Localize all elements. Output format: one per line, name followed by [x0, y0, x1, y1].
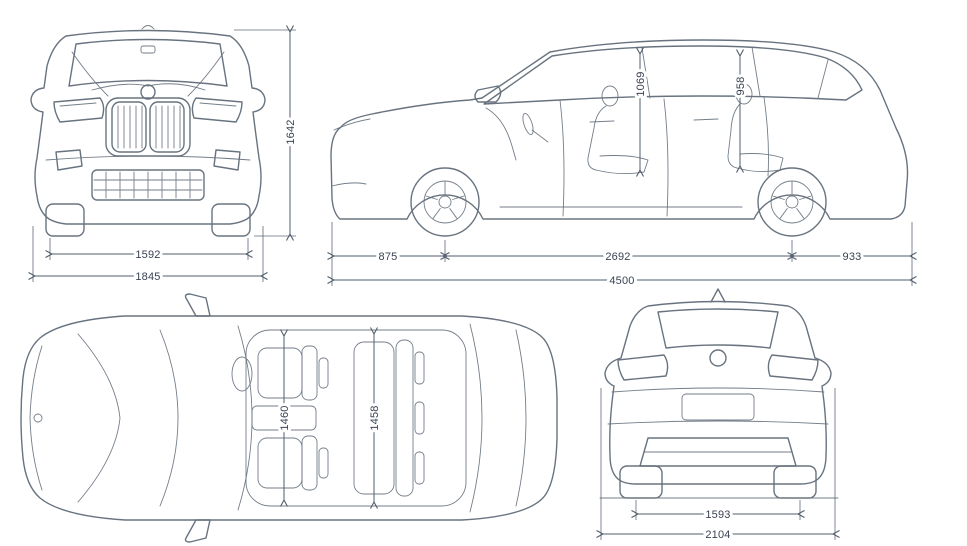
cowl-line [159, 329, 179, 507]
top-body-outline [20, 315, 558, 521]
rear-interior-width-label: 1458 [369, 405, 381, 430]
dashboard [485, 107, 517, 161]
roof-antenna-icon [141, 25, 155, 30]
rear-seat [727, 103, 784, 173]
wipers [91, 83, 206, 91]
roof-outline [245, 329, 467, 507]
front-body-outline [30, 29, 266, 225]
side-glasshouse [483, 45, 863, 105]
grille-slats [117, 105, 181, 149]
headlight-right-detail [199, 102, 237, 107]
side-body-outline [330, 39, 909, 220]
bumper-top-line [607, 420, 829, 425]
rear-wheel-right [773, 465, 817, 499]
taillight-right [767, 354, 819, 381]
shark-fin-antenna-icon [710, 288, 726, 303]
front-seat-headrest [601, 85, 619, 107]
tailgate-line [515, 329, 527, 507]
headlight-left [53, 97, 105, 123]
front-fascia-lines [331, 118, 371, 187]
rear-width-extensions [600, 388, 836, 540]
rear-wheel-left [619, 465, 663, 499]
front-track-label: 1592 [135, 249, 160, 261]
overall-length-label: 4500 [609, 275, 634, 287]
front-headroom-label: 1069 [635, 71, 647, 96]
lower-intake-grid [93, 171, 203, 199]
side-view: 1069 958 875 2692 933 4500 [327, 39, 917, 290]
hood-creases-top [77, 333, 121, 503]
rear-headroom-label: 958 [735, 77, 747, 96]
door-handles [589, 118, 719, 123]
grille-surround [105, 97, 191, 157]
rear-view: 1593 2104 [596, 288, 840, 544]
mirror-top [184, 293, 211, 317]
rearview-mirror [140, 45, 156, 54]
rear-seat-headrest [735, 83, 753, 105]
lower-intake [91, 169, 205, 201]
front-interior-width-label: 1460 [279, 405, 291, 430]
kidney-grille-left [111, 101, 147, 153]
top-view: 1460 1458 [20, 293, 558, 543]
rear-window-line [469, 323, 483, 513]
front-wheel [410, 167, 480, 237]
steering-wheel-top [231, 356, 253, 392]
rear-overhang-label: 933 [843, 251, 862, 263]
rear-door-seam [663, 98, 669, 217]
rear-body-outline [604, 300, 832, 485]
windshield-top-line [237, 325, 253, 511]
side-intake-right [213, 149, 241, 171]
rear-window [657, 308, 779, 349]
side-intake-left [55, 149, 83, 171]
quarter-panel-seam [763, 96, 769, 177]
front-width-label: 1845 [135, 271, 160, 283]
front-wheel-left [45, 203, 85, 237]
taillight-left [617, 354, 669, 381]
side-mirror [474, 85, 502, 103]
wheelbase-label: 2692 [605, 251, 630, 263]
tailgate-seam [611, 387, 825, 393]
steering-wheel [522, 113, 534, 135]
bumper-character-line [45, 155, 251, 161]
c-pillar [751, 46, 761, 97]
steering-column [531, 129, 549, 143]
front-overhang-label: 875 [379, 251, 398, 263]
front-height-label: 1642 [285, 119, 297, 144]
mirror-bottom [184, 519, 211, 543]
front-bumper-line [29, 345, 43, 491]
hood-roundel [33, 413, 43, 423]
front-wheel-right [211, 203, 251, 237]
rear-width-label: 2104 [705, 529, 730, 541]
rear-bench-top [353, 339, 425, 497]
quarter-window-divider [817, 59, 829, 99]
bmw-roundel [140, 84, 156, 100]
license-plate-recess [681, 393, 755, 421]
headlight-right [191, 97, 243, 123]
front-windshield [68, 38, 228, 87]
headlight-left-detail [59, 102, 97, 107]
kidney-grille-right [149, 101, 185, 153]
front-door-seam [559, 99, 565, 217]
rear-wheel [757, 167, 827, 237]
rear-track-label: 1593 [705, 509, 730, 521]
rear-roundel [709, 349, 727, 367]
hood-creases [71, 51, 225, 97]
front-seat [587, 105, 649, 175]
front-view: 1592 1845 1642 [28, 25, 300, 286]
